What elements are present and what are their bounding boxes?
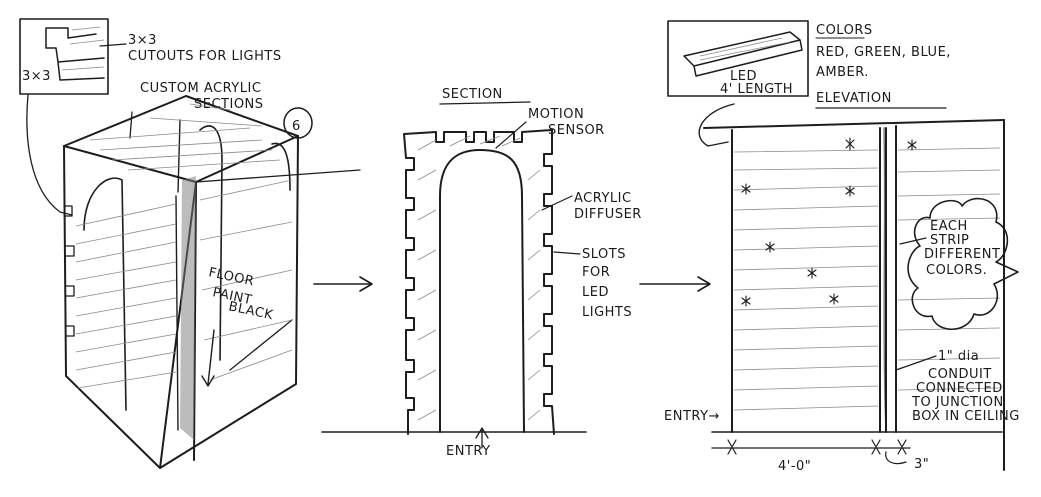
cloud-line-2: STRIP (930, 233, 969, 248)
led-length: 4' LENGTH (720, 82, 793, 97)
dimension-gap: 3" (914, 457, 929, 472)
motion-label-1: MOTION (528, 107, 584, 122)
colors-line-2: AMBER. (816, 65, 869, 80)
section-view-sketch: SECTION MOTION SENSOR ENTRY ACRYLIC DIFF… (321, 87, 642, 459)
cutout-detail-inset: 3×3 (19, 18, 109, 95)
led-markers (741, 137, 917, 307)
inset-dimension: 3×3 (22, 69, 51, 84)
slots-label-4: LIGHTS (582, 305, 632, 320)
slots-label-2: FOR (582, 265, 610, 280)
cloud-line-3: DIFFERENT (924, 247, 1000, 262)
conduit-diameter: 1" dia (938, 349, 979, 364)
acrylic-label-2: DIFFUSER (574, 207, 642, 222)
acrylic-label-1: CUSTOM ACRYLIC (140, 81, 261, 96)
conduit-line-1: CONDUIT (928, 367, 992, 382)
led-label: LED (730, 69, 757, 84)
acrylic-label-1: ACRYLIC (574, 191, 632, 206)
colors-line-1: RED, GREEN, BLUE, (816, 45, 951, 60)
conduit-line-4: BOX IN CEILING (912, 409, 1020, 424)
isometric-kiosk-sketch: 3×3 3×3 CUTOUTS FOR LIGHTS CUSTOM ACRYLI… (19, 18, 361, 469)
elevation-entry-label: ENTRY→ (664, 409, 720, 424)
cloud-line-1: EACH (930, 219, 968, 234)
colors-title: COLORS (816, 23, 873, 38)
section-count: 6 (292, 119, 301, 134)
elevation-view-sketch: LED 4' LENGTH COLORS RED, GREEN, BLUE, A… (664, 20, 1020, 474)
arrow-to-section (313, 276, 373, 292)
cloud-line-4: COLORS. (926, 263, 987, 278)
motion-label-2: SENSOR (548, 123, 605, 138)
cloud-callout (907, 197, 1019, 330)
cutout-label-1: 3×3 (128, 33, 157, 48)
conduit-line-3: TO JUNCTION (911, 395, 1004, 410)
section-title: SECTION (442, 87, 503, 102)
dimension-width: 4'-0" (778, 459, 811, 474)
elevation-title: ELEVATION (816, 91, 892, 106)
led-strip-inset: LED 4' LENGTH (667, 20, 809, 97)
acrylic-label-2: SECTIONS (194, 97, 264, 112)
slots-label-3: LED (582, 285, 609, 300)
dimension-line: 4'-0" 3" (711, 439, 929, 474)
section-entry-label: ENTRY (446, 444, 491, 459)
arrow-to-elevation (639, 276, 711, 292)
floor-label-3: BLACK (227, 299, 274, 323)
slots-label-1: SLOTS (582, 247, 626, 262)
conduit-line-2: CONNECTED (916, 381, 1003, 396)
cutout-label-2: CUTOUTS FOR LIGHTS (128, 49, 282, 64)
